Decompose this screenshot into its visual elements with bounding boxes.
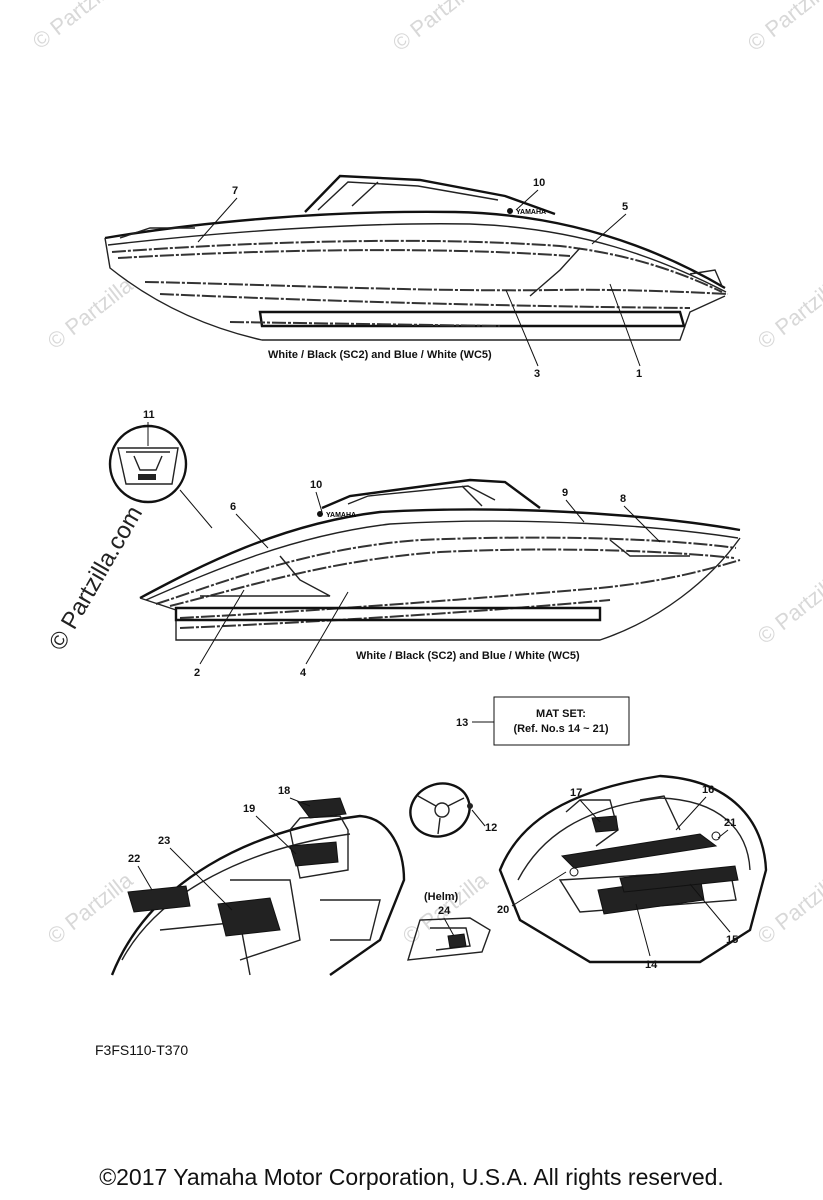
helm-view: (Helm) 24 [407, 891, 491, 961]
watermark: © Partzilla [43, 867, 138, 949]
callout-16: 16 [702, 784, 714, 796]
callout-21: 21 [724, 817, 736, 829]
callout-19: 19 [243, 803, 255, 815]
callout-10: 10 [533, 177, 545, 189]
callouts-interior-left: 18 19 23 22 [128, 785, 311, 911]
watermark: © Partzilla [753, 567, 823, 649]
top-color-caption: White / Black (SC2) and Blue / White (WC… [268, 349, 492, 361]
boat-side-view-middle: YAMAHA [139, 478, 741, 641]
callout-22: 22 [128, 853, 140, 865]
copyright-notice: ©2017 Yamaha Motor Corporation, U.S.A. A… [99, 1164, 724, 1190]
callout-12: 12 [485, 822, 497, 834]
svg-text:YAMAHA: YAMAHA [516, 209, 546, 216]
callouts-top: 7 10 5 3 1 [197, 177, 642, 380]
yamaha-logo-decal: YAMAHA [317, 511, 356, 519]
watermark: © Partzilla [743, 0, 823, 56]
boat-side-view-top: YAMAHA [104, 174, 729, 341]
callout-6: 6 [230, 501, 236, 513]
callout-10: 10 [310, 479, 322, 491]
callouts-middle: 11 6 10 9 8 2 4 [143, 409, 661, 679]
yamaha-logo-decal: YAMAHA [507, 208, 546, 216]
mat-19 [289, 841, 339, 867]
callout-13: 13 [456, 717, 468, 729]
watermark: © Partzilla [753, 272, 823, 354]
callout-2: 2 [194, 667, 200, 679]
callout-3: 3 [534, 368, 540, 380]
mat-18 [297, 797, 347, 819]
callout-23: 23 [158, 835, 170, 847]
mat-set-title: MAT SET: [536, 708, 586, 720]
watermark: © Partzilla [388, 0, 483, 56]
mat-17 [591, 815, 619, 833]
helm-label: (Helm) [424, 891, 459, 903]
steering-wheel: 12 [409, 782, 497, 838]
mat-15 [619, 865, 739, 893]
callout-20: 20 [497, 904, 509, 916]
callouts-interior-right: 17 16 21 20 14 15 [497, 784, 738, 971]
interior-bow-view [110, 797, 406, 976]
mat-16 [560, 833, 718, 869]
svg-text:YAMAHA: YAMAHA [326, 512, 356, 519]
middle-color-caption: White / Black (SC2) and Blue / White (WC… [356, 650, 580, 662]
callout-18: 18 [278, 785, 290, 797]
callout-14: 14 [645, 959, 658, 971]
mat-23 [217, 897, 281, 937]
callout-1: 1 [636, 368, 642, 380]
callout-24: 24 [438, 905, 451, 917]
callout-5: 5 [622, 201, 628, 213]
callout-11: 11 [143, 409, 155, 421]
callout-17: 17 [570, 787, 582, 799]
callout-4: 4 [300, 667, 307, 679]
callout-7: 7 [232, 185, 238, 197]
watermark: © Partzilla [43, 272, 138, 354]
callout-15: 15 [726, 934, 738, 946]
diagram-code: F3FS110-T370 [95, 1042, 189, 1058]
watermark: © Partzilla [28, 0, 123, 54]
mat-22 [127, 885, 191, 913]
callout-8: 8 [620, 493, 626, 505]
mat-24 [447, 933, 467, 949]
mat-set-refs: (Ref. No.s 14 ~ 21) [513, 723, 608, 735]
callout-9: 9 [562, 487, 568, 499]
watermark-large: © Partzilla.com [44, 501, 148, 655]
mat-set-box: 13 MAT SET: (Ref. No.s 14 ~ 21) [456, 696, 630, 746]
